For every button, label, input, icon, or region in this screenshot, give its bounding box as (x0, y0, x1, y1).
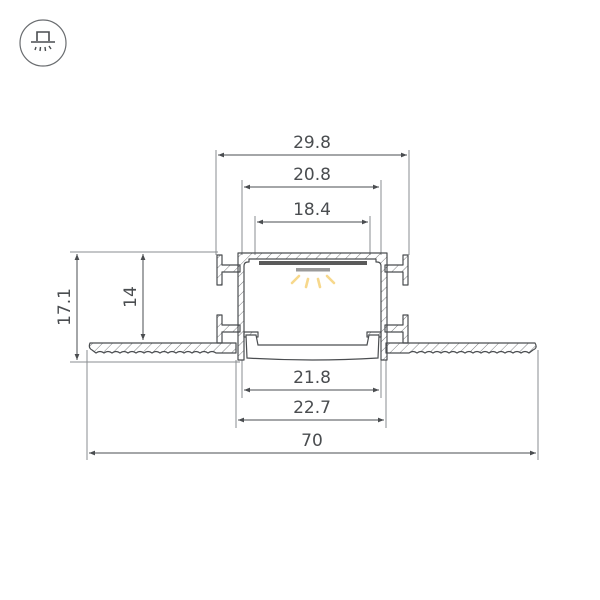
left-flange (88, 342, 237, 354)
left-fin-top (216, 254, 241, 286)
diffuser (245, 334, 380, 361)
dimension-lines (74, 152, 536, 456)
dim-21-8-label: 21.8 (293, 368, 331, 388)
dim-29-8-label: 29.8 (293, 133, 331, 153)
dim-17-1-label: 17.1 (55, 288, 75, 326)
right-fin-top (384, 254, 409, 286)
left-fin-bottom (216, 314, 241, 344)
led-chip (296, 268, 330, 272)
main-channel (237, 252, 388, 361)
led-strip (259, 261, 367, 265)
right-fin-bottom (384, 314, 409, 344)
dim-18-4-label: 18.4 (293, 200, 331, 220)
ceiling-light-icon (18, 18, 68, 68)
dim-22-7-label: 22.7 (293, 398, 331, 418)
extension-lines (70, 150, 539, 460)
dimension-labels: 29.8 20.8 18.4 21.8 22.7 70 17.1 14 (55, 133, 331, 451)
dim-14-label: 14 (121, 286, 141, 308)
dim-70-label: 70 (301, 431, 323, 451)
light-rays-icon (290, 274, 336, 289)
dim-20-8-label: 20.8 (293, 165, 331, 185)
right-flange (385, 342, 537, 354)
